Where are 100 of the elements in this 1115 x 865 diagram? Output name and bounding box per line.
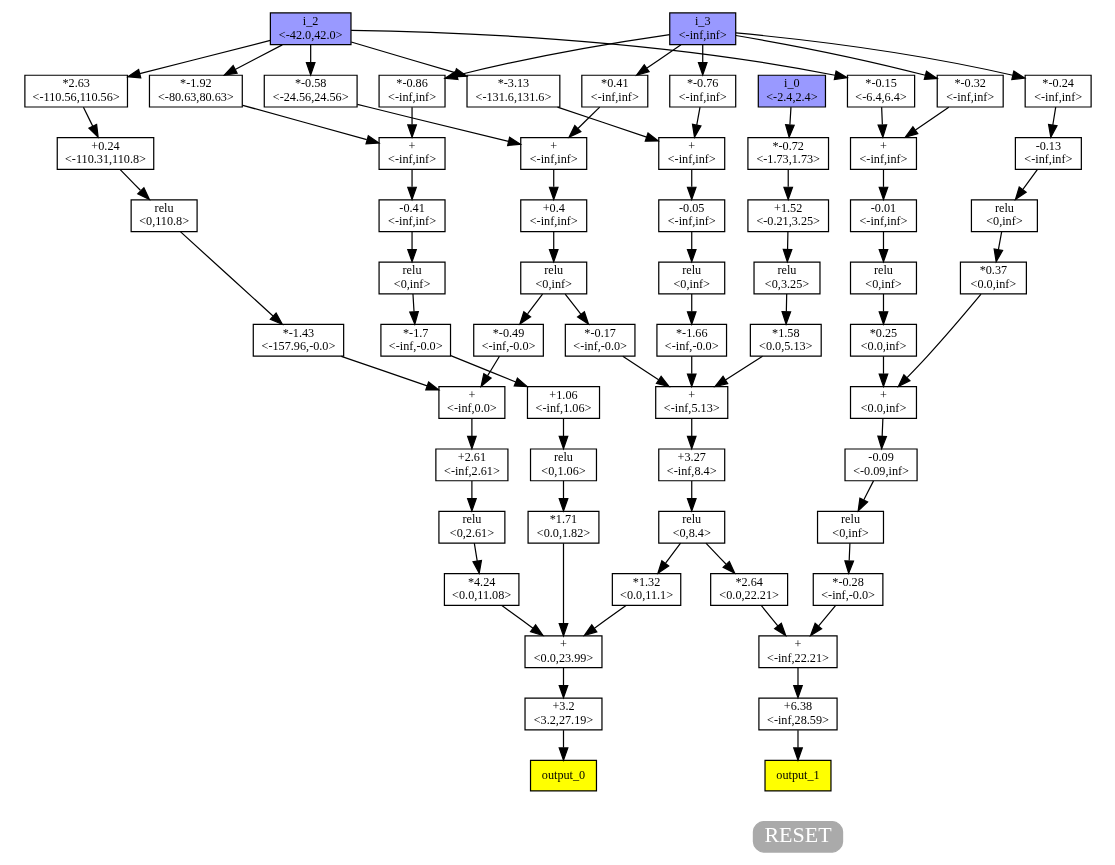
arrow: [896, 293, 982, 388]
arrow: [734, 34, 939, 81]
arrow: [408, 293, 419, 326]
arrow: [356, 103, 522, 147]
node-box: *2.64 <0.0,22.21>: [709, 572, 788, 606]
node-box: *0.37 <0.0,inf>: [959, 261, 1027, 295]
arrow: [1013, 168, 1038, 201]
node-box: *-0.15 <-6.4,6.4>: [846, 74, 915, 108]
node-box: i_3 <-inf,inf>: [668, 12, 736, 46]
node-box: relu <0,inf>: [519, 261, 587, 295]
arrow: [621, 355, 671, 388]
node-box: *-0.58 <-24.56,24.56>: [263, 74, 358, 108]
arrow: [118, 168, 151, 201]
node-box: *-3.13 <-131.6,131.6>: [465, 74, 560, 108]
arrow: [634, 44, 682, 77]
node-box: relu <0,inf>: [657, 261, 725, 295]
node-box: output_1: [763, 759, 832, 792]
arrow: [222, 44, 283, 76]
node-box: relu <0,inf>: [849, 261, 917, 295]
node-box: relu <0,inf>: [970, 199, 1038, 233]
arrow: [406, 106, 417, 139]
arrow: [518, 293, 543, 326]
node-box: *0.41 <-inf,inf>: [580, 74, 648, 108]
node-box: + <-inf,inf>: [849, 136, 917, 170]
node-box: *-1.66 <-inf,-0.0>: [655, 323, 727, 357]
arrow: [792, 729, 803, 762]
arrow: [760, 604, 787, 637]
node-box: *-0.28 <-inf,-0.0>: [812, 572, 883, 606]
node-box: *-0.24 <-inf,inf>: [1024, 74, 1092, 108]
node-box: *4.24 <0.0,11.08>: [443, 572, 520, 606]
arrow: [1047, 106, 1058, 139]
arrow: [82, 106, 99, 139]
arrow: [449, 355, 529, 388]
node-box: i_2 <-42.0,42.0>: [269, 12, 352, 46]
node-box: *-0.72 <-1.73,1.73>: [746, 136, 829, 170]
arrow: [656, 542, 681, 575]
arrow: [691, 106, 702, 139]
arrow: [808, 604, 836, 637]
arrow: [500, 604, 544, 637]
node-box: *-0.17 <-inf,-0.0>: [564, 323, 636, 357]
arrow: [856, 480, 874, 513]
node-box: relu <0,inf>: [816, 510, 884, 544]
node-box: -0.05 <-inf,inf>: [657, 199, 725, 233]
arrow: [125, 39, 271, 79]
arrow: [734, 32, 1026, 81]
node-box: + <-inf,0.0>: [437, 386, 505, 420]
node-box: *-0.86 <-inf,inf>: [377, 74, 446, 108]
node-box: +6.38 <-inf,28.59>: [757, 697, 838, 731]
node-box: -0.13 <-inf,inf>: [1014, 136, 1082, 170]
label: RESET: [763, 822, 832, 848]
node-box: *1.58 <0.0,5.13>: [749, 323, 822, 357]
arrow: [406, 231, 417, 264]
arrow: [471, 542, 482, 575]
node-box: + <0.0,inf>: [849, 386, 917, 420]
node-box: relu <0,2.61>: [437, 510, 505, 544]
node-box: *-0.76 <-inf,inf>: [668, 74, 736, 108]
arrow: [992, 231, 1004, 264]
arrow: [903, 106, 949, 139]
arrow: [582, 604, 627, 637]
node-box: +3.2 <3.2,27.19>: [523, 697, 603, 731]
node-box: *-1.7 <-inf,-0.0>: [379, 323, 451, 357]
arrow: [781, 231, 793, 264]
node-box: +0.24 <-110.31,110.8>: [56, 136, 154, 170]
node-box: +2.61 <-inf,2.61>: [434, 448, 509, 482]
arrow: [556, 106, 660, 142]
arrow: [466, 417, 477, 451]
node-box: + <-inf,inf>: [657, 136, 725, 170]
arrow: [876, 106, 887, 139]
node-box: + <-inf,inf>: [519, 136, 587, 170]
arrow: [241, 104, 381, 145]
node-box: + <0.0,23.99>: [523, 635, 603, 669]
arrow: [567, 106, 600, 139]
node-box: -0.01 <-inf,inf>: [849, 199, 917, 233]
node-box: output_0: [529, 759, 597, 792]
arrow: [564, 293, 590, 326]
node-box: relu <0,3.25>: [752, 261, 821, 295]
node-box: relu <0,8.4>: [657, 510, 725, 544]
node-box: *-1.43 <-157.96,-0.0>: [252, 323, 344, 357]
node-box: +1.52 <-0.21,3.25>: [746, 199, 829, 233]
arrow: [557, 542, 569, 638]
node-box: +0.4 <-inf,inf>: [519, 199, 587, 233]
node-box: *0.25 <0.0,inf>: [849, 323, 917, 357]
node-box: +3.27 <-inf,8.4>: [657, 448, 725, 482]
node-box: *-1.92 <-80.63,80.63>: [148, 74, 243, 108]
arrow: [406, 168, 417, 202]
node-box: *2.63 <-110.56,110.56>: [23, 74, 128, 108]
node-box: -0.09 <-0.09,inf>: [843, 448, 918, 482]
arrow: [704, 542, 736, 575]
node-box: +1.06 <-inf,1.06>: [526, 386, 600, 420]
node-box: -0.41 <-inf,inf>: [377, 199, 446, 233]
arrow: [340, 355, 440, 391]
arrow: [479, 355, 500, 388]
arrow: [713, 355, 763, 388]
node-box: *-0.49 <-inf,-0.0>: [472, 323, 544, 357]
node-box: *1.32 <0.0,11.1>: [611, 572, 681, 606]
node-box: *-0.32 <-inf,inf>: [936, 74, 1004, 108]
node-box: relu <0,inf>: [377, 261, 446, 295]
node-box: + <-inf,inf>: [377, 136, 446, 170]
arrow: [784, 106, 795, 139]
arrow: [179, 231, 284, 326]
